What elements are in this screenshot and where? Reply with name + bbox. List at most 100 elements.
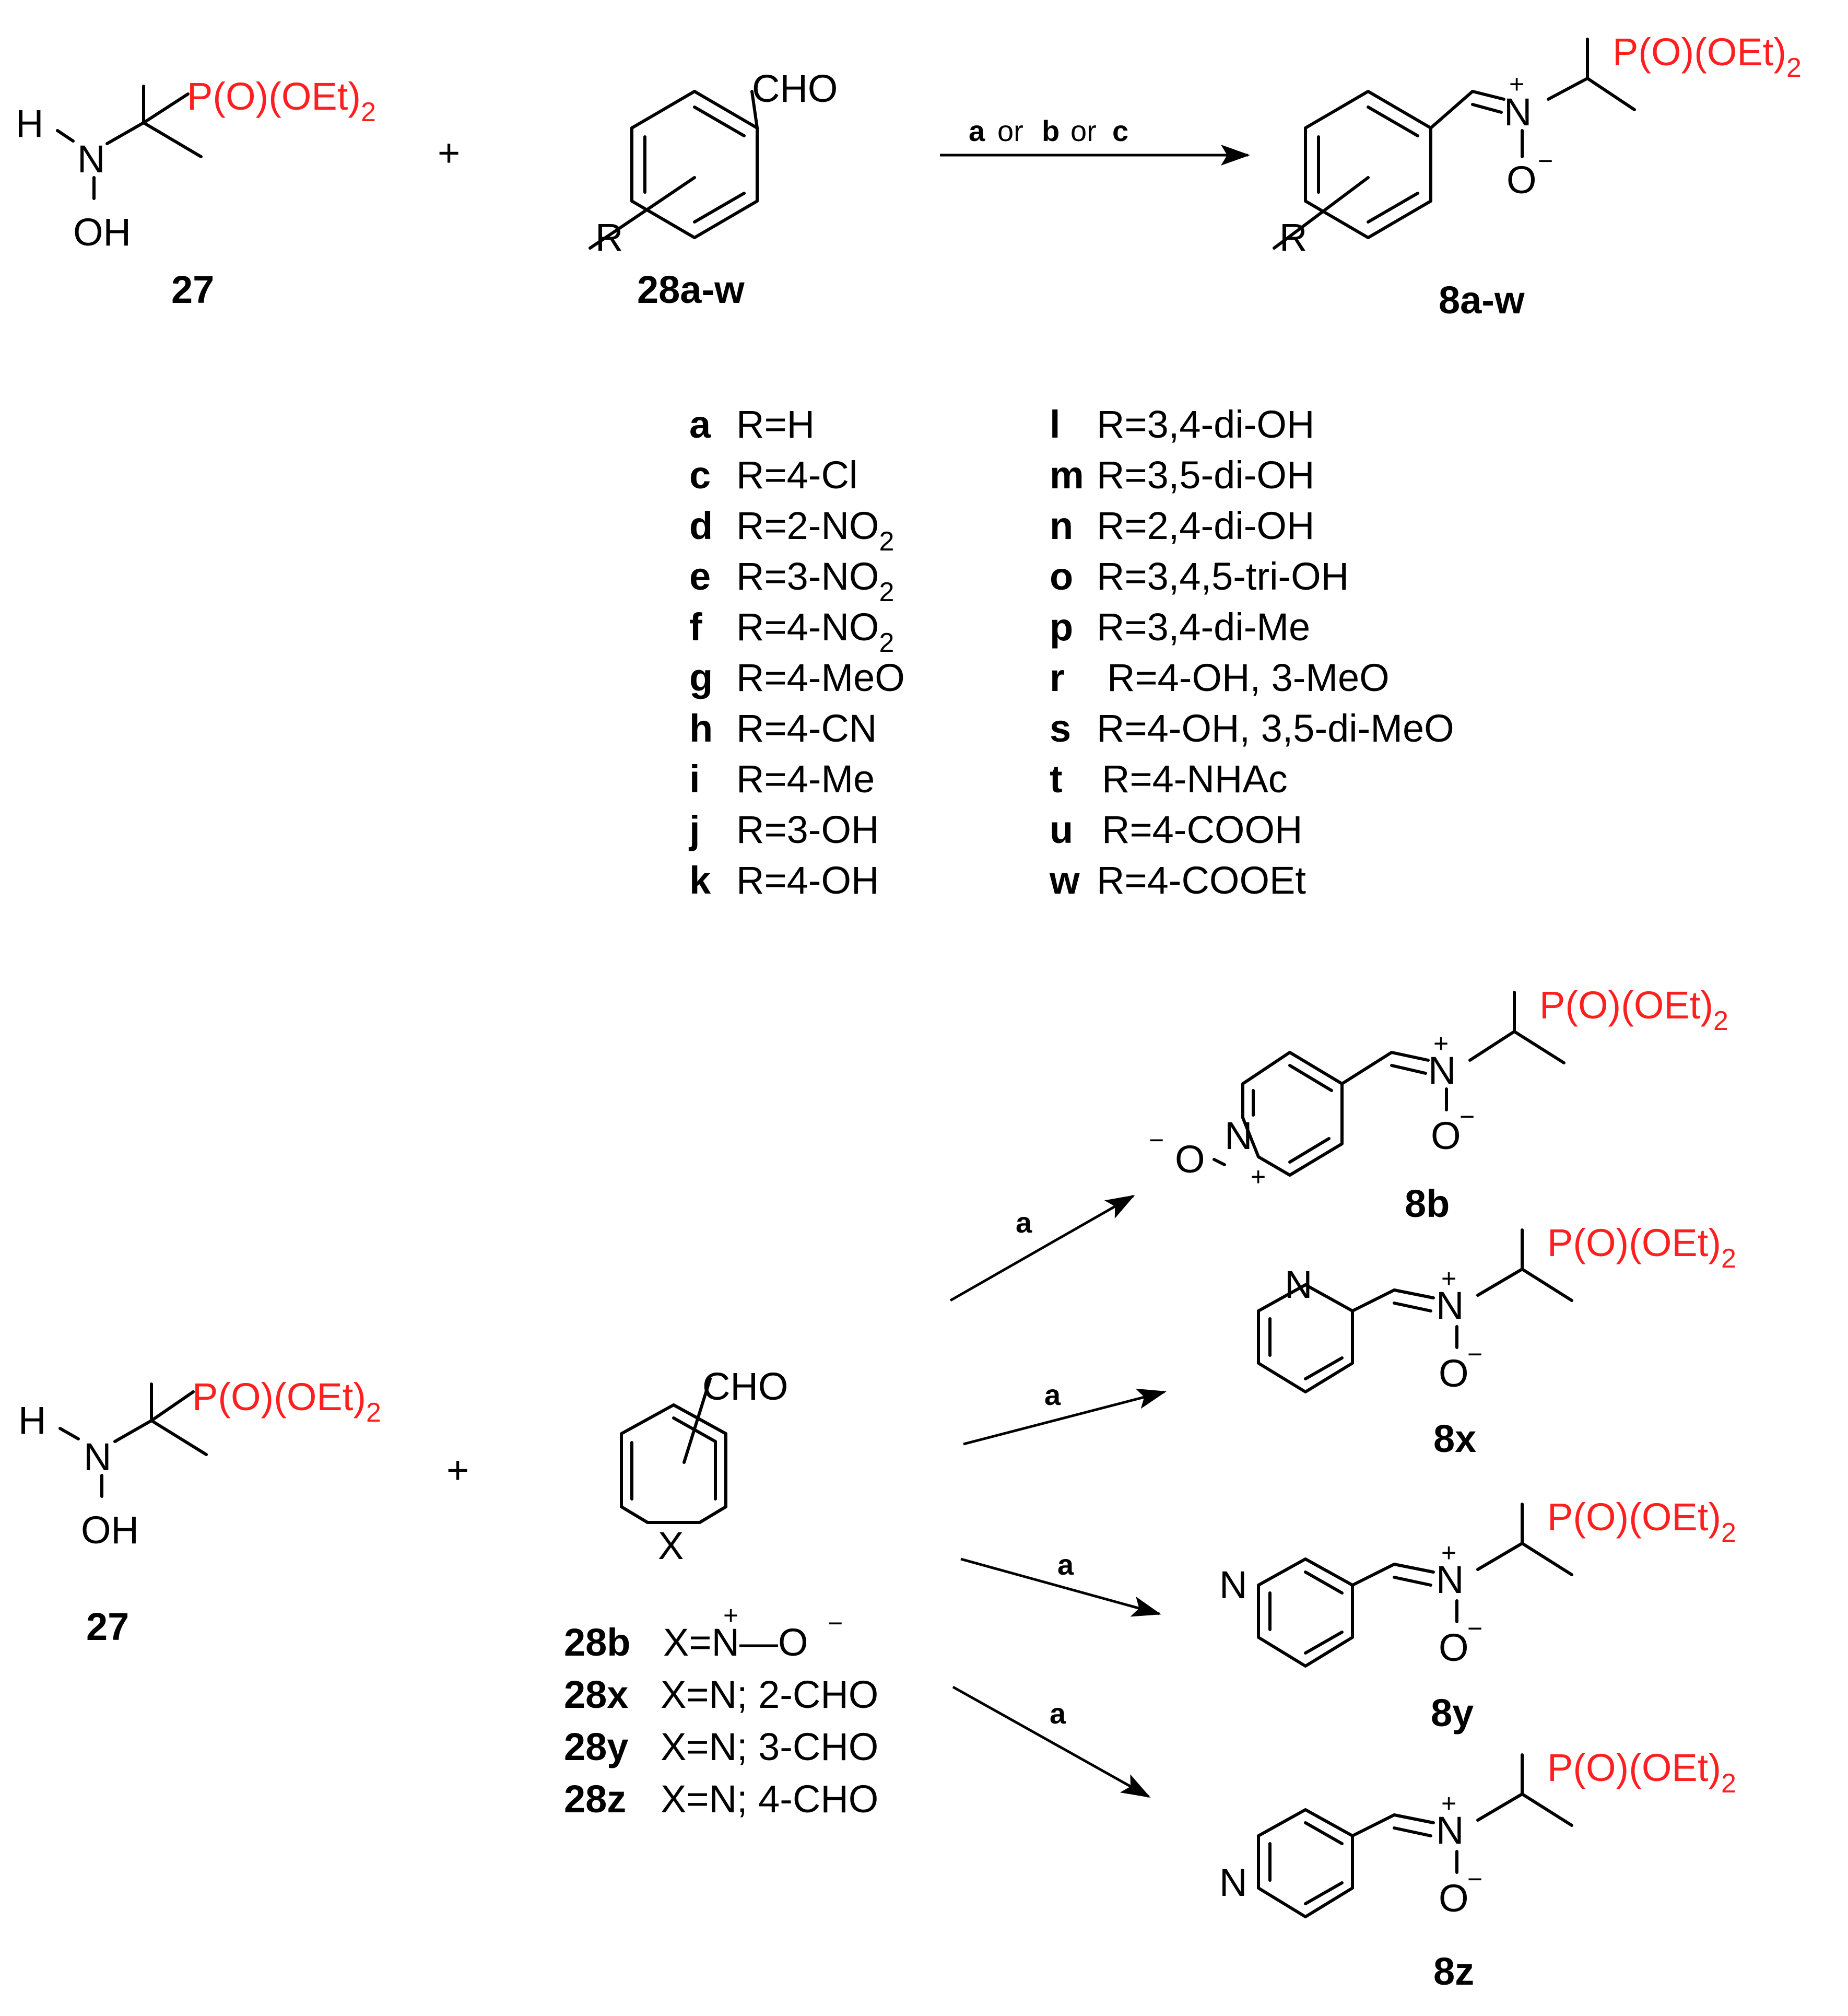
compound-label-8y: 8y [1431,1691,1474,1734]
compound-28a-w: CHO R 28a-w [588,67,838,311]
o-label: O [1439,1626,1469,1669]
sub-text-g: R=4-MeO [736,656,905,699]
plus-sign: + [438,131,460,174]
compound-label-8b: 8b [1405,1182,1450,1225]
compound-label-28a-w: 28a-w [637,268,745,311]
sub-key-u: u [1050,808,1073,851]
r-label: R [595,216,623,259]
substituent-column-right: l R=3,4-di-OH m R=3,5-di-OH n R=2,4-di-O… [1049,403,1454,902]
sub-text-k: R=4-OH [736,859,879,902]
heteroaryl-legend: 28b X=N—O + − 28x X=N; 2-CHO 28y X=N; 3-… [564,1601,878,1821]
condition-a-to-8z: a [1050,1697,1066,1730]
cho-label: CHO [702,1365,788,1408]
minus-charge: − [1467,1865,1482,1894]
legend-minus-charge: − [828,1609,843,1638]
n-label: N [84,1435,111,1479]
n-label: N [1436,1284,1464,1327]
reaction-arrow-main: a or b or c [940,114,1250,166]
sub-text-a: R=H [736,403,815,446]
sub-text-f: R=4-NO2 [736,605,894,658]
minus-charge: − [1459,1102,1475,1131]
legend-plus-charge: + [723,1601,738,1630]
sub-text-j: R=3-OH [736,808,879,851]
sub-key-l: l [1050,403,1061,446]
sub-key-s: s [1050,707,1071,750]
sub-key-n: n [1050,504,1073,547]
n-label: N [1436,1809,1464,1852]
legend-label-28z: 28z [564,1777,626,1821]
sub-key-p: p [1050,605,1073,649]
phosphonate-label: P(O)(OEt)2 [1547,1746,1736,1799]
r-label: R [1279,216,1307,259]
condition-c: c [1112,114,1128,147]
compound-label-8x: 8x [1433,1417,1476,1460]
legend-label-28b: 28b [564,1621,631,1664]
substituent-column-left: a R=H c R=4-Cl d R=2-NO2 e R=3-NO2 f R=4… [688,403,905,902]
sub-key-t: t [1050,757,1063,801]
sub-key-c: c [689,453,711,497]
sub-key-d: d [689,504,713,547]
compound-label-27: 27 [86,1605,129,1648]
h-label: H [18,1399,46,1442]
compound-label-8a-w: 8a-w [1439,278,1525,322]
cho-label: CHO [752,67,838,110]
phosphonate-label: P(O)(OEt)2 [1612,30,1802,83]
sub-text-e: R=3-NO2 [736,555,894,607]
n-label: N [1219,1861,1247,1904]
sub-key-k: k [689,859,711,902]
phosphonate-label: P(O)(OEt)2 [192,1375,381,1428]
o-label: O [1431,1114,1461,1157]
plus-charge: + [1441,1264,1456,1293]
h-label: H [16,102,43,145]
condition-or-2: or [1070,114,1097,147]
sub-text-t: R=4-NHAc [1102,757,1288,801]
compound-8a-w: N + O − P(O)(OEt)2 R 8a-w [1273,30,1802,322]
branch-arrows: a a a a [949,1194,1167,1798]
n-label: N [1219,1563,1247,1607]
n-label: N [77,137,105,181]
legend-text-28y: X=N; 3-CHO [661,1725,878,1768]
condition-a-to-8b: a [1016,1206,1032,1239]
condition-a-to-8x: a [1044,1378,1061,1411]
sub-text-m: R=3,5-di-OH [1097,453,1314,497]
compound-27-bottom: P(O)(OEt)2 H N OH 27 [18,1375,381,1648]
plus-charge: + [1441,1789,1456,1818]
phosphonate-label: P(O)(OEt)2 [1547,1495,1736,1548]
sub-key-i: i [689,757,700,801]
sub-text-c: R=4-Cl [736,453,857,497]
phosphonate-label: P(O)(OEt)2 [1539,983,1728,1036]
minus-charge: − [1538,146,1553,175]
plus-charge: + [1251,1162,1266,1191]
sub-text-h: R=4-CN [736,707,877,750]
sub-text-o: R=3,4,5-tri-OH [1097,555,1349,598]
legend-label-28y: 28y [564,1725,628,1768]
legend-text-28z: X=N; 4-CHO [661,1777,878,1821]
n-label: N [1225,1114,1252,1157]
plus-sign: + [446,1448,469,1492]
sub-key-e: e [689,555,711,598]
legend-text-28x: X=N; 2-CHO [661,1673,878,1716]
legend-label-28x: 28x [564,1673,628,1716]
sub-text-u: R=4-COOH [1102,808,1302,851]
phosphonate-label: P(O)(OEt)2 [1547,1221,1736,1274]
sub-text-r: R=4-OH, 3-MeO [1107,656,1390,699]
compound-8y: N N + O − P(O)(OEt)2 8y [1219,1495,1736,1734]
minus-charge: − [1149,1126,1164,1155]
n-label: N [1504,90,1532,134]
x-label: X [658,1524,684,1567]
sub-key-a: a [689,403,711,446]
n-label: N [1436,1558,1464,1601]
oh-label: OH [81,1508,139,1552]
compound-8x: N N + O − P(O)(OEt)2 8x [1257,1221,1736,1460]
sub-text-i: R=4-Me [736,757,875,801]
plus-charge: + [1509,69,1524,99]
condition-a-to-8y: a [1057,1548,1074,1581]
sub-key-g: g [689,656,713,699]
compound-8z: N N + O − P(O)(OEt)2 8z [1219,1746,1736,1993]
condition-a: a [969,114,985,147]
sub-text-s: R=4-OH, 3,5-di-MeO [1097,707,1454,750]
plus-charge: + [1433,1029,1449,1058]
minus-charge: − [1467,1340,1482,1369]
sub-text-p: R=3,4-di-Me [1097,605,1310,649]
